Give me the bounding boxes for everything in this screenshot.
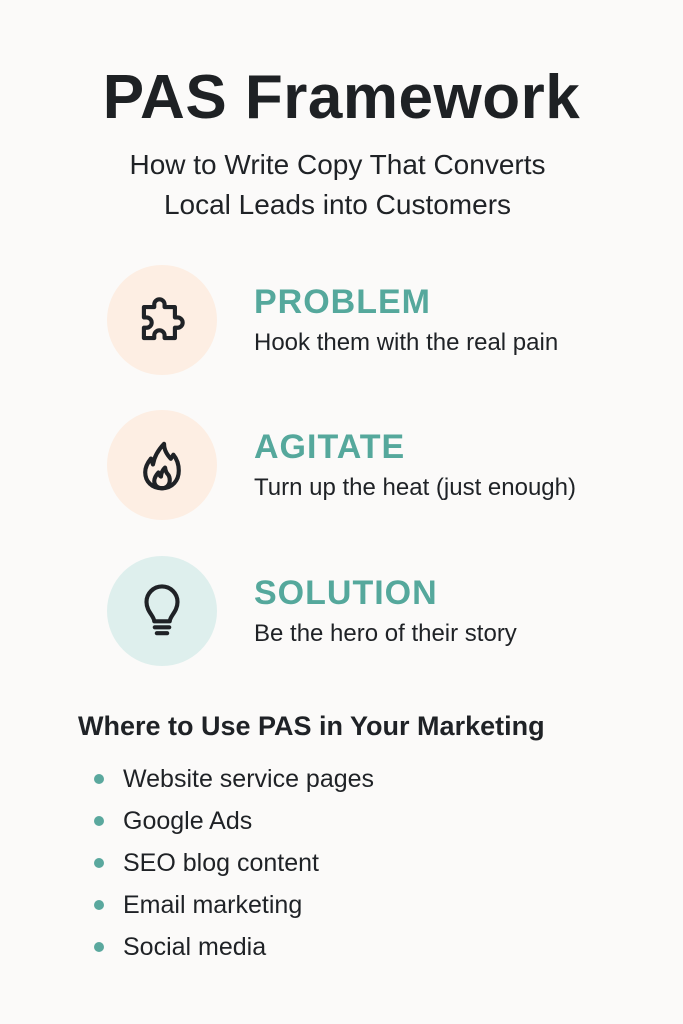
list-item-label: Email marketing [123,890,303,919]
page-subtitle: How to Write Copy That Converts Local Le… [0,145,683,225]
step-solution: SOLUTION Be the hero of their story [107,556,667,666]
flame-icon-circle [107,410,217,520]
step-problem: PROBLEM Hook them with the real pain [107,265,667,375]
step-title: PROBLEM [254,283,431,321]
bullet-icon [94,816,104,826]
list-item-label: SEO blog content [123,848,319,877]
puzzle-icon [141,297,185,341]
bullet-icon [94,858,104,868]
step-title: SOLUTION [254,574,438,612]
bullet-icon [94,774,104,784]
list-item: Google Ads [92,800,374,842]
lightbulb-icon-circle [107,556,217,666]
list-item-label: Social media [123,932,267,961]
lightbulb-icon [144,584,180,636]
uses-list: Website service pages Google Ads SEO blo… [92,758,374,968]
step-title: AGITATE [254,428,406,466]
step-description: Turn up the heat (just enough) [254,474,576,501]
subtitle-line-1: How to Write Copy That Converts [129,149,546,180]
step-description: Be the hero of their story [254,620,517,647]
step-description: Hook them with the real pain [254,329,559,356]
list-item-label: Website service pages [123,764,375,793]
list-item: Website service pages [92,758,374,800]
bullet-icon [94,900,104,910]
step-agitate: AGITATE Turn up the heat (just enough) [107,410,667,520]
flame-icon [143,441,181,491]
puzzle-icon-circle [107,265,217,375]
page-title: PAS Framework [102,63,581,132]
list-item: Email marketing [92,884,374,926]
uses-heading: Where to Use PAS in Your Marketing [78,711,545,741]
bullet-icon [94,942,104,952]
subtitle-line-2: Local Leads into Customers [163,189,512,220]
list-item: SEO blog content [92,842,374,884]
list-item-label: Google Ads [123,806,253,835]
list-item: Social media [92,926,374,968]
